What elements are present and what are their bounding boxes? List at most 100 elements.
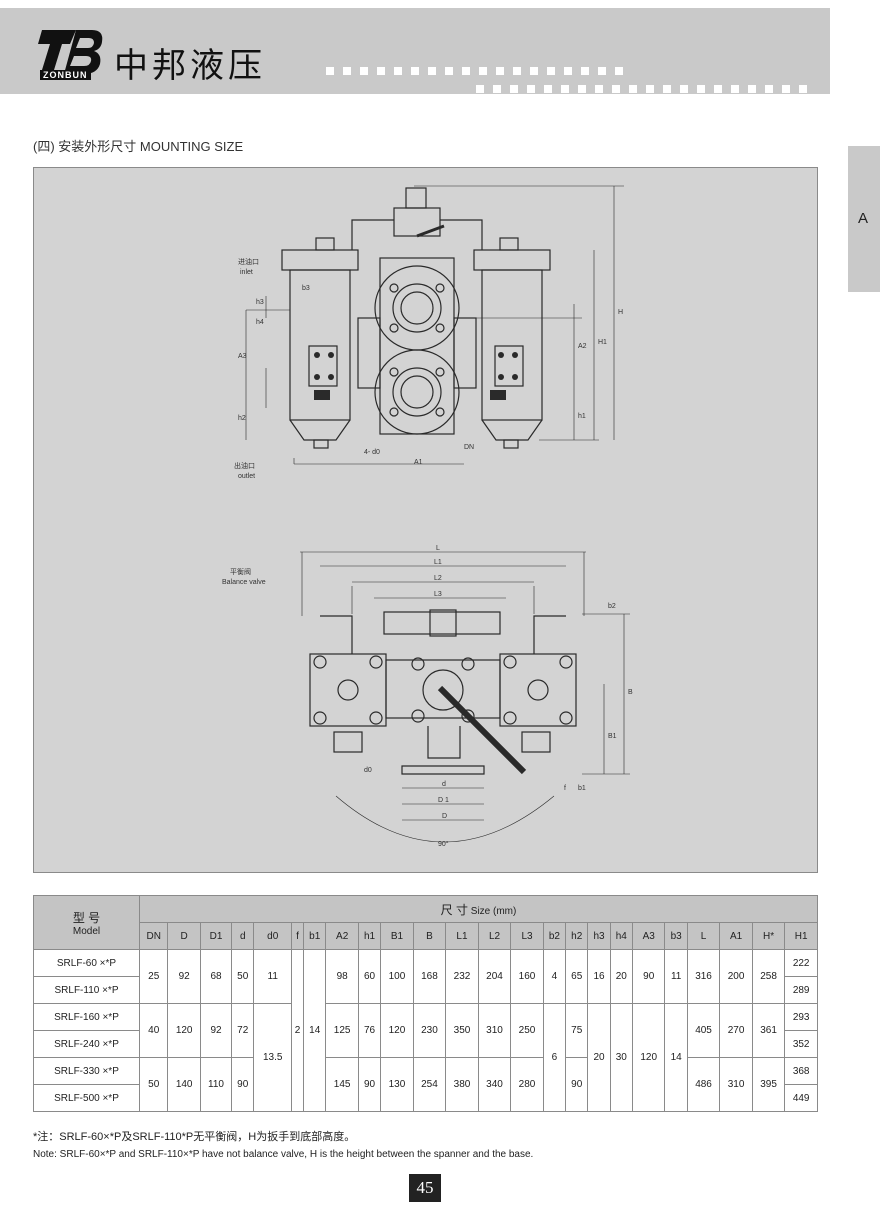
column-header: b2 <box>542 922 567 950</box>
label-inlet-en: inlet <box>240 269 253 276</box>
label-l: L <box>436 545 440 552</box>
column-header: A3 <box>631 922 666 950</box>
cell-L3: 280 <box>510 1057 544 1112</box>
label-b1: B1 <box>608 733 617 740</box>
column-header: L3 <box>510 922 544 950</box>
label-4-d0: 4- d0 <box>364 449 380 456</box>
column-header: H* <box>751 922 786 950</box>
label-inlet-cn: 进油口 <box>238 257 259 266</box>
cell-h2: 90 <box>565 1057 589 1112</box>
cell-B: 254 <box>412 1057 447 1112</box>
column-header: h3 <box>587 922 611 950</box>
cell-L: 405 <box>686 1003 721 1058</box>
model-header: 型 号 Model <box>33 895 140 950</box>
size-header-en: Size (mm) <box>470 905 517 917</box>
logo-text: ZONBUN <box>40 70 91 80</box>
header-dots-row-1 <box>326 62 632 75</box>
cell-L3: 160 <box>510 949 544 1004</box>
cell-L3: 250 <box>510 1003 544 1058</box>
label-l3: L3 <box>434 591 442 598</box>
label-balance-cn: 平衡阀 <box>230 567 251 576</box>
cell-A1: 310 <box>719 1057 753 1112</box>
cell-h1: 60 <box>357 949 382 1004</box>
header-banner: ZONBUN 中邦液压 <box>0 8 830 94</box>
column-header: A1 <box>719 922 753 950</box>
label-l1: L1 <box>434 559 442 566</box>
model-cell: SRLF-110 ×*P <box>33 976 140 1004</box>
side-tab[interactable]: A <box>848 146 880 292</box>
cell-A2: 125 <box>325 1003 359 1058</box>
label-h: H <box>618 309 623 316</box>
column-header: L2 <box>477 922 512 950</box>
label-a3: A3 <box>238 353 247 360</box>
column-header: h4 <box>609 922 633 950</box>
label-f: f <box>564 785 566 792</box>
cell-h4: 30 <box>609 1003 633 1112</box>
cell-H1: 293 <box>784 1003 818 1031</box>
cell-L2: 340 <box>477 1057 512 1112</box>
cell-A1: 270 <box>719 1003 753 1058</box>
section-title: (四) 安装外形尺寸 MOUNTING SIZE <box>33 139 244 154</box>
left-bottom <box>289 419 351 441</box>
balance-valve-top-view <box>383 611 501 635</box>
right-housing <box>481 269 543 421</box>
cell-b2: 6 <box>542 1003 567 1112</box>
cell-dn: 40 <box>138 1003 169 1058</box>
cell-H: 361 <box>751 1003 786 1058</box>
side-tab-label: A <box>858 210 869 227</box>
zonbun-logo <box>38 30 103 74</box>
model-cell: SRLF-60 ×*P <box>33 949 140 977</box>
label-a2: A2 <box>578 343 587 350</box>
cell-B1: 120 <box>380 1003 414 1058</box>
label-dn: DN <box>464 444 474 451</box>
column-header: D <box>167 922 201 950</box>
cell-dn: 25 <box>138 949 169 1004</box>
cell-d: 72 <box>231 1003 255 1058</box>
inlet-flange <box>374 265 460 351</box>
cell-b1: 14 <box>303 949 327 1112</box>
cell-A3: 90 <box>631 949 666 1004</box>
cell-D1: 68 <box>199 949 233 1004</box>
cell-H: 258 <box>751 949 786 1004</box>
cell-H: 395 <box>751 1057 786 1112</box>
note-en: Note: SRLF-60×*P and SRLF-110×*P have no… <box>33 1149 534 1160</box>
cell-A2: 145 <box>325 1057 359 1112</box>
label-balance-en: Balance valve <box>222 579 266 586</box>
label-h1-big: H1 <box>598 339 607 346</box>
model-cell: SRLF-500 ×*P <box>33 1084 140 1112</box>
column-header: d0 <box>253 922 293 950</box>
mounting-drawing: 进油口 inlet 出油口 outlet 4- d0 DN A1 A2 H1 H… <box>33 167 818 873</box>
right-filter-top <box>499 653 577 727</box>
left-housing <box>289 269 351 421</box>
cell-h3: 20 <box>587 1003 611 1112</box>
cell-h3: 16 <box>587 949 611 1004</box>
label-outlet-en: outlet <box>238 473 255 480</box>
cell-H1: 352 <box>784 1030 818 1058</box>
cell-H1: 222 <box>784 949 818 977</box>
cell-B1: 100 <box>380 949 414 1004</box>
column-header: L <box>686 922 721 950</box>
label-h2: h2 <box>238 415 246 422</box>
label-b1-small: b1 <box>578 785 586 792</box>
cell-H1: 368 <box>784 1057 818 1085</box>
brand-name: 中邦液压 <box>114 46 266 86</box>
drawing-svg: 进油口 inlet 出油口 outlet 4- d0 DN A1 A2 H1 H… <box>222 185 633 848</box>
column-header: b1 <box>303 922 327 950</box>
label-h1-small: h1 <box>578 413 586 420</box>
label-b3: b3 <box>302 285 310 292</box>
cell-d: 50 <box>231 949 255 1004</box>
cell-D: 120 <box>167 1003 201 1058</box>
cell-D: 92 <box>167 949 201 1004</box>
label-d: d <box>442 781 446 788</box>
label-D: D <box>442 813 447 820</box>
column-header: B <box>412 922 447 950</box>
model-header-cn: 型 号 <box>72 910 101 925</box>
cell-b3: 11 <box>664 949 688 1004</box>
cell-h2: 65 <box>565 949 589 1004</box>
size-header: 尺 寸 Size (mm) <box>139 895 818 923</box>
cell-B1: 130 <box>380 1057 414 1112</box>
cell-D1: 110 <box>199 1057 233 1112</box>
cell-b2: 4 <box>542 949 567 1004</box>
label-outlet-cn: 出油口 <box>234 461 255 470</box>
label-h3: h3 <box>256 299 264 306</box>
